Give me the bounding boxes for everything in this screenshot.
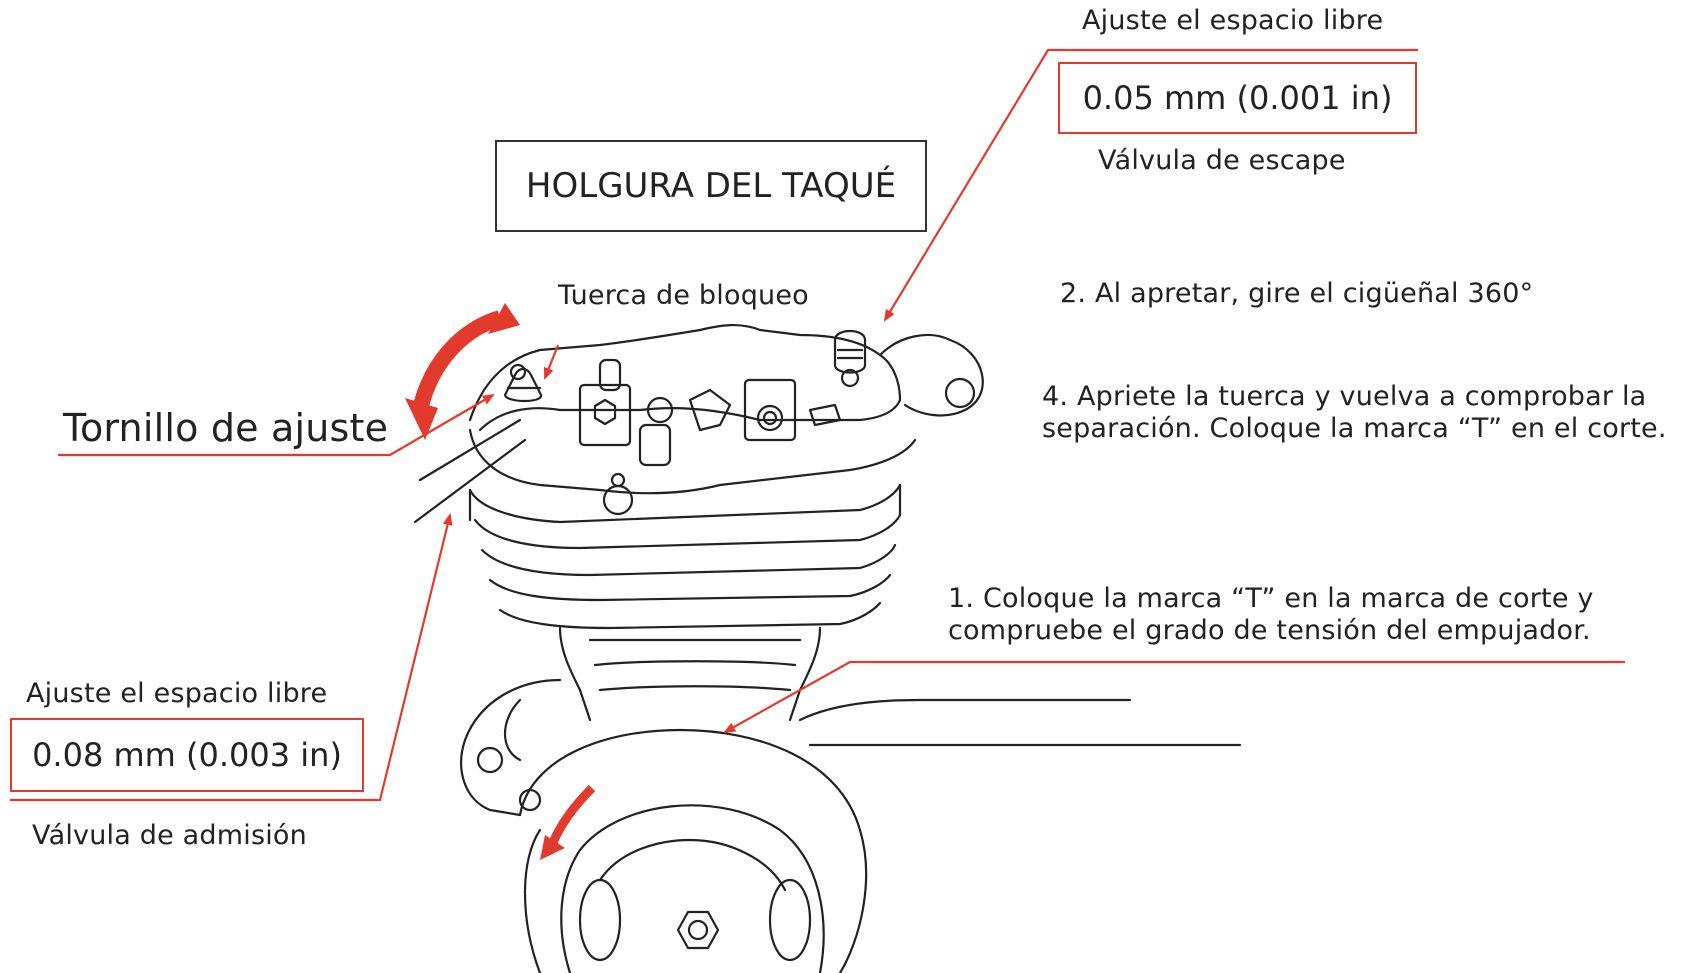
- intake-valve-label: Válvula de admisión: [32, 820, 307, 851]
- engine-line-art: [413, 324, 1242, 973]
- step-1-text-line1: 1. Coloque la marca “T” en la marca de c…: [948, 583, 1594, 614]
- step-4-text-line2: separación. Coloque la marca “T” en el c…: [1042, 413, 1667, 444]
- intake-adjust-label: Ajuste el espacio libre: [26, 678, 328, 709]
- exhaust-valve-label: Válvula de escape: [1098, 145, 1346, 176]
- intake-clearance-box: 0.08 mm (0.003 in): [10, 718, 364, 792]
- lock-nut-label: Tuerca de bloqueo: [558, 280, 809, 311]
- exhaust-adjust-label: Ajuste el espacio libre: [1082, 5, 1384, 36]
- step-4-text-line1: 4. Apriete la tuerca y vuelva a comproba…: [1042, 381, 1647, 412]
- title-box: HOLGURA DEL TAQUÉ: [495, 140, 927, 232]
- step-2-text: 2. Al apretar, gire el cigüeñal 360°: [1060, 278, 1534, 309]
- exhaust-clearance-value: 0.05 mm (0.001 in): [1082, 79, 1393, 117]
- exhaust-clearance-box: 0.05 mm (0.001 in): [1058, 62, 1417, 134]
- leader-lines: [10, 48, 1625, 802]
- rotation-arrow-icon: [405, 303, 520, 440]
- intake-clearance-value: 0.08 mm (0.003 in): [32, 736, 342, 774]
- step-1-text-line2: compruebe el grado de tensión del empuja…: [948, 615, 1591, 646]
- adjust-screw-label: Tornillo de ajuste: [63, 406, 389, 450]
- crank-rotation-arrow-icon: [540, 784, 596, 860]
- page-title: HOLGURA DEL TAQUÉ: [525, 166, 897, 206]
